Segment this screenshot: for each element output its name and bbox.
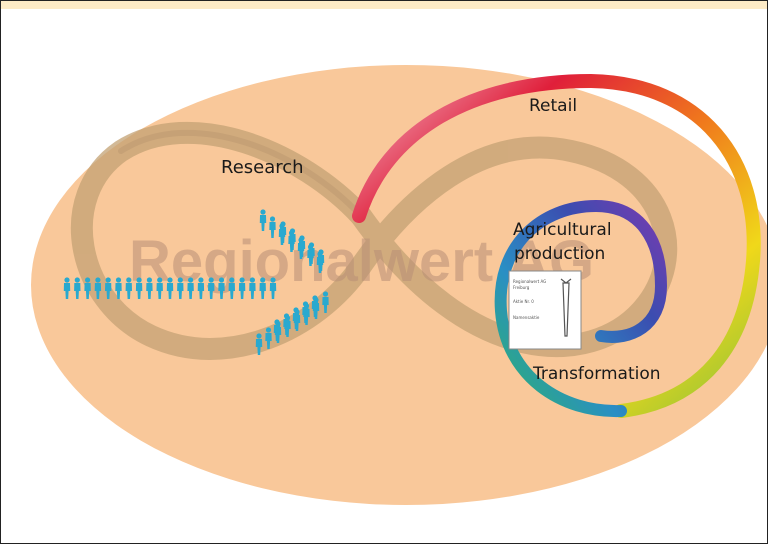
- retail-arc: [352, 73, 761, 418]
- share-card: Regionalwert AG Freiburg Aktie Nr. 0 Nam…: [508, 270, 582, 350]
- top-band: [1, 1, 767, 9]
- label-retail: Retail: [529, 96, 577, 116]
- card-line: Namensaktie: [513, 315, 540, 320]
- label-research: Research: [221, 157, 304, 178]
- label-transformation: Transformation: [532, 364, 661, 384]
- label-agricultural: Agricultural: [513, 220, 612, 240]
- card-line: Regionalwert AG: [513, 279, 546, 284]
- card-line: Freiburg: [513, 285, 530, 290]
- carrot-icon: [560, 278, 572, 337]
- label-production: production: [514, 244, 605, 264]
- card-line: Aktie Nr. 0: [513, 299, 534, 304]
- production-spiral: [494, 199, 668, 418]
- background-oval: [31, 65, 767, 505]
